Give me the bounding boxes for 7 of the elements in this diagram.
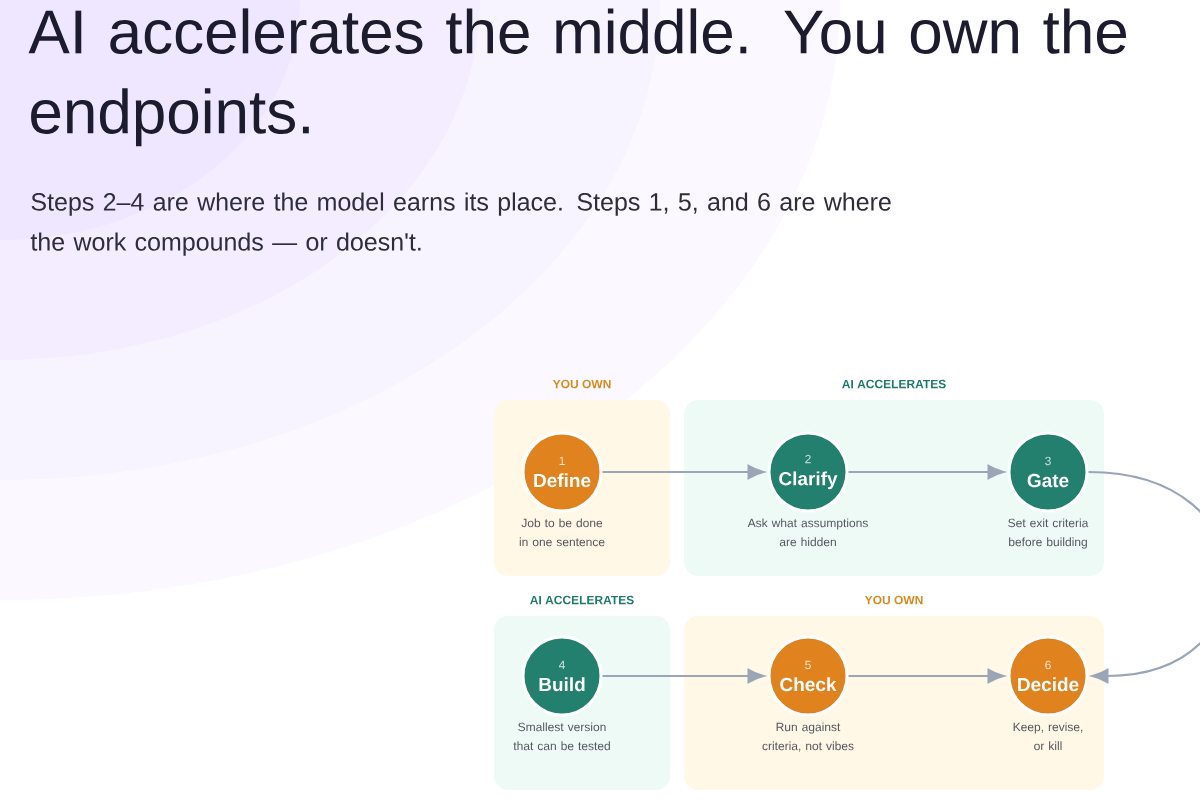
arrow (1088, 470, 1200, 684)
arrow (848, 668, 1005, 684)
title: AI accelerates the middle. You own the endpoints. (28, 8, 1127, 147)
subtitle: Steps 2–4 are where the model earns its place. Steps 1, 5, and 6 are where the work compounds — or doesn't. (30, 192, 891, 256)
arrow (602, 464, 765, 480)
arrow (602, 668, 765, 684)
arrow (848, 464, 1005, 480)
